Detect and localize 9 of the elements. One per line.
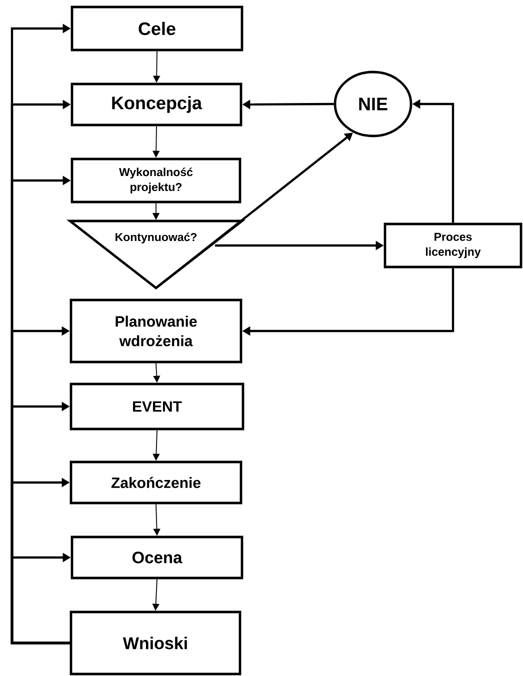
process-box: EVENT — [70, 382, 244, 430]
process-box: Planowanie wdrożenia — [70, 298, 242, 364]
process-box: Koncepcja — [70, 82, 242, 126]
process-box: Wykonalność projektu? — [70, 158, 242, 204]
process-box: Zakończenie — [70, 460, 242, 504]
process-box: Ocena — [70, 536, 244, 580]
process-box: Wnioski — [70, 610, 242, 676]
process-box: Cele — [70, 6, 244, 52]
process-box: Proces licencyjny — [384, 222, 522, 268]
